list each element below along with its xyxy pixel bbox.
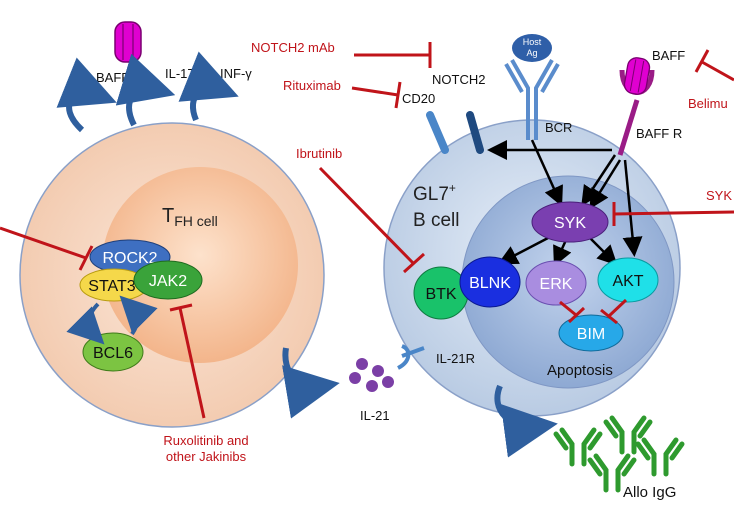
cytokine-label-il17: IL-17 (165, 66, 195, 81)
belimumab-inhibitor (694, 49, 734, 82)
syk-to-akt-arrow (587, 235, 618, 266)
apoptosis-label: Apoptosis (547, 362, 613, 379)
bim-node: BIM (558, 314, 624, 352)
baffr-to-akt-arrow (622, 159, 643, 257)
drug-label-syk: SYK (706, 188, 732, 203)
baff-bound-ligand-icon (623, 57, 651, 95)
svg-text:STAT3: STAT3 (88, 278, 136, 295)
syk-to-blnk-arrow (497, 236, 549, 265)
cd20-receptor-icon (426, 111, 449, 154)
il21-molecules-icon (349, 358, 394, 392)
blnk-node: BLNK (459, 256, 521, 308)
syk-to-erk-arrow (553, 239, 572, 267)
host-ag-label-2: Ag (526, 48, 537, 58)
bcl6-node: BCL6 (82, 332, 144, 372)
syk-node: SYK (531, 201, 609, 243)
svg-text:AKT: AKT (612, 273, 643, 290)
bcl6-to-stat3-arrow (119, 295, 158, 336)
baff-right-label: BAFF (652, 48, 685, 63)
allo-igg-antibodies-icon (553, 415, 685, 493)
svg-text:BTK: BTK (425, 286, 456, 303)
bim-inhibition-marks (559, 298, 628, 325)
il21-secretion-arrow (282, 347, 340, 419)
notch2-mab-inhibitor (354, 42, 432, 68)
secretion-arrow-il17 (115, 53, 176, 127)
drug-label-ruxolitinib-1: Ruxolitinib and (163, 433, 248, 448)
svg-text:BLNK: BLNK (469, 275, 511, 292)
ruxolitinib-inhibitor (169, 303, 206, 419)
notch2-label: NOTCH2 (432, 72, 485, 87)
erk-node: ERK (525, 260, 587, 306)
cytokine-label-infg: INF-γ (220, 66, 252, 81)
svg-text:ROCK2: ROCK2 (102, 250, 157, 267)
ibrutinib-inhibitor (318, 166, 426, 274)
b-cell-label-line1: GL7+ (413, 181, 456, 205)
stat3-node: STAT3 (79, 268, 149, 302)
stat3-to-bcl6-arrow (66, 302, 105, 345)
baff-ligand-icon (114, 21, 142, 63)
svg-text:JAK2: JAK2 (149, 273, 187, 290)
bcr-label: BCR (545, 120, 572, 135)
baffr-to-syk-arrow (581, 154, 617, 207)
baff-r-label: BAFF R (636, 126, 682, 141)
secretion-arrow-baff (56, 57, 117, 133)
signaling-arrows (497, 139, 643, 267)
il21-label: IL-21 (360, 408, 390, 423)
il21r-receptor-icon (396, 344, 411, 370)
svg-text:SYK: SYK (554, 215, 586, 232)
il21r-stem (401, 346, 425, 358)
akt-node: AKT (597, 257, 659, 303)
btk-node: BTK (413, 266, 469, 320)
igg-secretion-arrow (494, 384, 558, 458)
notch2-receptor-icon (466, 111, 484, 154)
rock2-inhibitor (0, 226, 94, 271)
drug-label-notch2-mab: NOTCH2 mAb (251, 40, 335, 55)
drug-label-rituximab: Rituximab (283, 78, 341, 93)
drug-label-ruxolitinib-2: other Jakinibs (166, 449, 247, 464)
bcr-receptor-icon (504, 59, 560, 140)
allo-igg-label: Allo IgG (623, 484, 676, 501)
host-ag-label-1: Host (523, 37, 542, 47)
host-antigen-icon (512, 34, 552, 62)
rituximab-inhibitor (351, 81, 402, 109)
syk-inhibitor (612, 202, 734, 226)
b-cell-label-line2: B cell (413, 210, 459, 231)
drug-label-ibrutinib: Ibrutinib (296, 146, 342, 161)
svg-text:BCL6: BCL6 (93, 345, 133, 362)
bcr-to-syk-arrow (530, 139, 563, 207)
svg-text:BIM: BIM (577, 326, 605, 343)
cd20-label: CD20 (402, 91, 435, 106)
baffr-to-syk-arrow-2 (589, 159, 622, 210)
cytokine-label-baff: BAFF (96, 70, 129, 85)
secretion-arrow-infg (178, 51, 239, 122)
il21r-label: IL-21R (436, 351, 475, 366)
drug-label-belimumab: Belimu (688, 96, 728, 111)
svg-text:ERK: ERK (540, 276, 573, 293)
jak2-node: JAK2 (133, 260, 203, 300)
tfh-cell-label: TFH cell (162, 205, 218, 229)
